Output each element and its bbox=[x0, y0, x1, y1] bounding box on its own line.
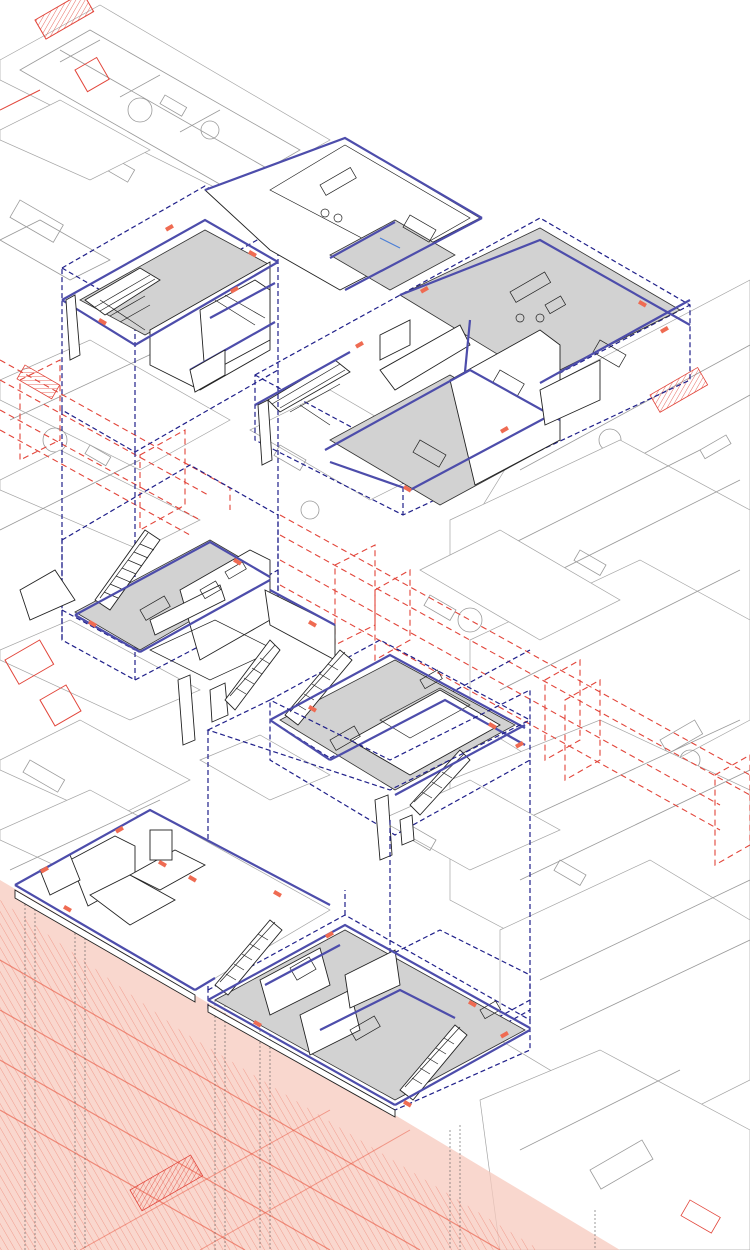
bed-icon bbox=[402, 214, 437, 243]
column-lines bbox=[24, 900, 596, 1250]
kitchen-counter-icon bbox=[289, 956, 317, 981]
context-plan-top-left bbox=[0, 0, 331, 281]
kitchen-counter-icon bbox=[199, 580, 222, 600]
sofa-icon bbox=[139, 595, 171, 621]
sofa-icon bbox=[509, 271, 552, 303]
stair-icon bbox=[284, 649, 353, 726]
lower-unit bbox=[14, 808, 531, 1118]
sofa-icon bbox=[349, 1015, 381, 1041]
stair-icon bbox=[129, 1154, 204, 1212]
stair-icon bbox=[84, 267, 161, 331]
sofa-icon bbox=[319, 167, 357, 196]
bed-icon bbox=[412, 439, 447, 468]
upper-unit-b bbox=[254, 217, 691, 516]
stair-icon bbox=[16, 364, 61, 400]
sofa-icon bbox=[329, 725, 361, 751]
stair-icon bbox=[649, 366, 709, 413]
stair-icon bbox=[94, 529, 161, 611]
upper-unit-a bbox=[61, 136, 483, 453]
stair-icon bbox=[224, 639, 281, 711]
middle-unit-a bbox=[19, 464, 336, 746]
middle-unit-b bbox=[269, 639, 531, 861]
bed-icon bbox=[592, 339, 627, 368]
stair-icon bbox=[34, 0, 95, 40]
